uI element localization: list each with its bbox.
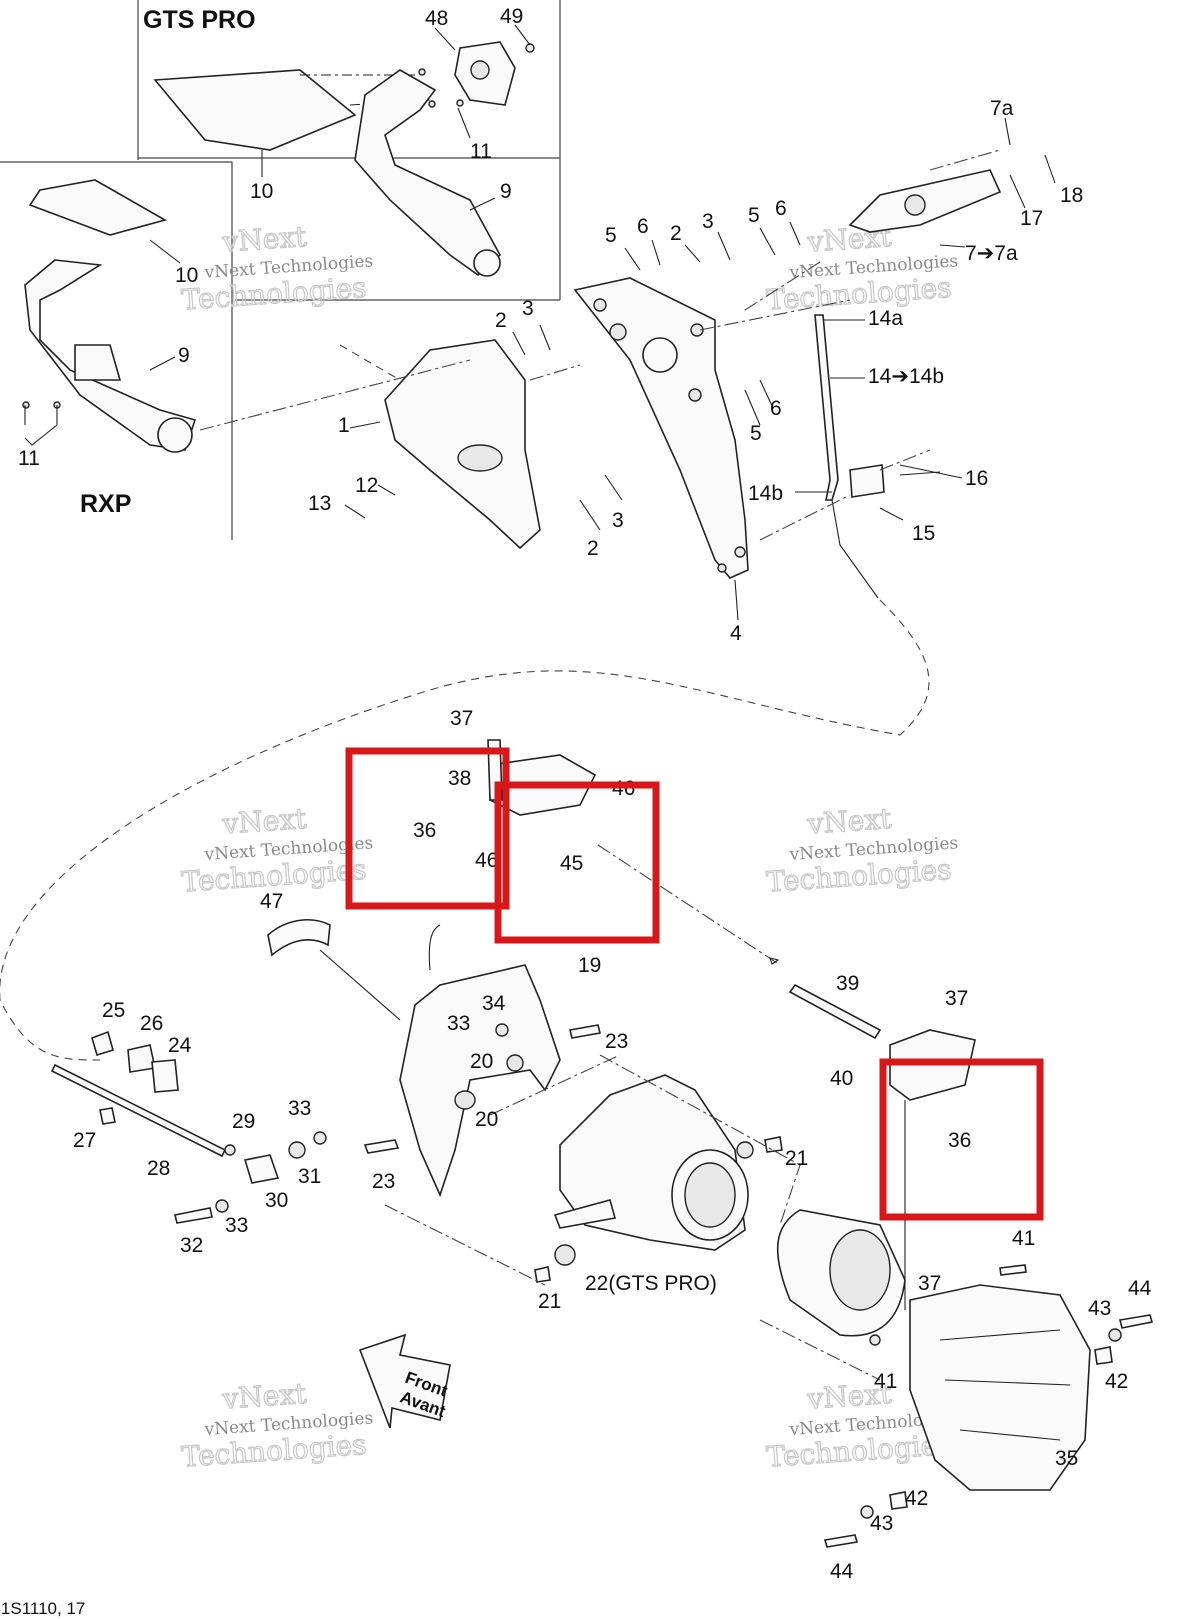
callout-44: 44 [830,1560,854,1583]
highlight-boxes [345,747,1044,1221]
svg-text:vNext: vNext [220,1377,308,1416]
callout-35: 35 [1055,1447,1078,1470]
callout-33: 33 [447,1012,470,1035]
highlight-box-right [879,1058,1044,1221]
callout-6: 6 [770,397,782,420]
callout-38: 38 [448,767,471,790]
callout-27: 27 [73,1129,96,1152]
callout-33: 33 [225,1214,248,1237]
callout-30: 30 [265,1189,288,1212]
callout-32: 32 [180,1234,203,1257]
callout-12: 12 [355,474,378,497]
callout-20: 20 [470,1050,493,1073]
callout-6: 6 [637,215,649,238]
callout-42: 42 [905,1487,928,1510]
callout-37: 37 [945,987,968,1010]
callout-3: 3 [612,509,624,532]
callout-9: 9 [500,180,512,203]
svg-text:vNext: vNext [805,1377,893,1416]
callout-33: 33 [288,1097,311,1120]
callout-24: 24 [168,1034,192,1057]
callout-18: 18 [1060,184,1083,207]
callout-37: 37 [918,1272,941,1295]
callout-36: 36 [413,819,436,842]
callout-48: 48 [425,7,448,30]
callout-4: 4 [730,622,742,645]
svg-text:vNext: vNext [220,220,308,259]
svg-text:vNext: vNext [220,802,308,841]
callout-3: 3 [702,210,714,233]
callout-19: 19 [578,954,601,977]
rxp-parts [22,179,197,453]
callout-14b: 14b [748,482,783,505]
callout-14-to-14b: 14➔14b [868,365,944,388]
callout-22-gts-pro: 22(GTS PRO) [585,1272,717,1295]
callout-21: 21 [538,1290,561,1313]
callout-2: 2 [495,309,507,332]
gts-pro-parts [153,41,535,277]
callout-45: 45 [560,852,583,875]
callout-28: 28 [147,1157,170,1180]
callout-6: 6 [775,197,787,220]
front-direction-arrow: Front Avant [358,1333,451,1429]
callout-43: 43 [870,1512,893,1535]
callout-47: 47 [260,890,283,913]
callout-26: 26 [140,1012,163,1035]
callout-11: 11 [18,447,40,470]
drawing-number: 281S1110, 17 [0,1599,85,1618]
callout-13: 13 [308,492,331,515]
callout-40: 40 [830,1067,853,1090]
callout-23: 23 [372,1170,395,1193]
callout-10: 10 [250,180,273,203]
callout-41: 41 [874,1370,897,1393]
callout-7a: 7a [990,97,1014,120]
callout-41: 41 [1012,1227,1035,1250]
callout-5: 5 [605,224,617,247]
lower-assembly [50,739,1154,1548]
callout-leaders [149,24,1056,621]
callout-10: 10 [175,264,198,287]
rxp-inset [0,161,233,540]
callout-46: 46 [475,849,498,872]
gts-pro-inset [137,0,561,301]
callout-16: 16 [965,467,988,490]
callout-5: 5 [750,422,762,445]
callout-42: 42 [1105,1370,1128,1393]
highlight-box-center [494,781,660,944]
callout-1: 1 [338,414,350,437]
callout-34: 34 [482,992,506,1015]
callout-17: 17 [1020,207,1043,230]
callout-39: 39 [836,972,859,995]
gts-pro-label: GTS PRO [143,6,256,34]
callout-11: 11 [470,140,492,163]
callout-numbers: 48 49 11 10 9 10 9 11 7a 18 17 7➔7a 5 6 … [18,5,1152,1583]
rxp-label: RXP [80,490,131,518]
callout-20: 20 [475,1108,498,1131]
callout-9: 9 [178,344,190,367]
svg-text:vNext: vNext [805,802,893,841]
highlight-box-left [345,747,510,910]
callout-15: 15 [912,522,935,545]
callout-23: 23 [605,1030,628,1053]
callout-43: 43 [1088,1297,1111,1320]
callout-14a: 14a [868,307,903,330]
callout-31: 31 [298,1165,321,1188]
callout-3: 3 [522,297,534,320]
callout-36: 36 [948,1129,971,1152]
callout-37: 37 [450,707,473,730]
callout-7-to-7a: 7➔7a [965,242,1018,265]
callout-49: 49 [500,5,523,28]
callout-25: 25 [102,999,125,1022]
callout-2: 2 [587,537,599,560]
upper-assembly [0,149,1002,1061]
callout-5: 5 [748,204,760,227]
callout-29: 29 [232,1110,255,1133]
callout-44: 44 [1128,1277,1152,1300]
callout-2: 2 [670,222,682,245]
callout-21: 21 [785,1147,808,1170]
